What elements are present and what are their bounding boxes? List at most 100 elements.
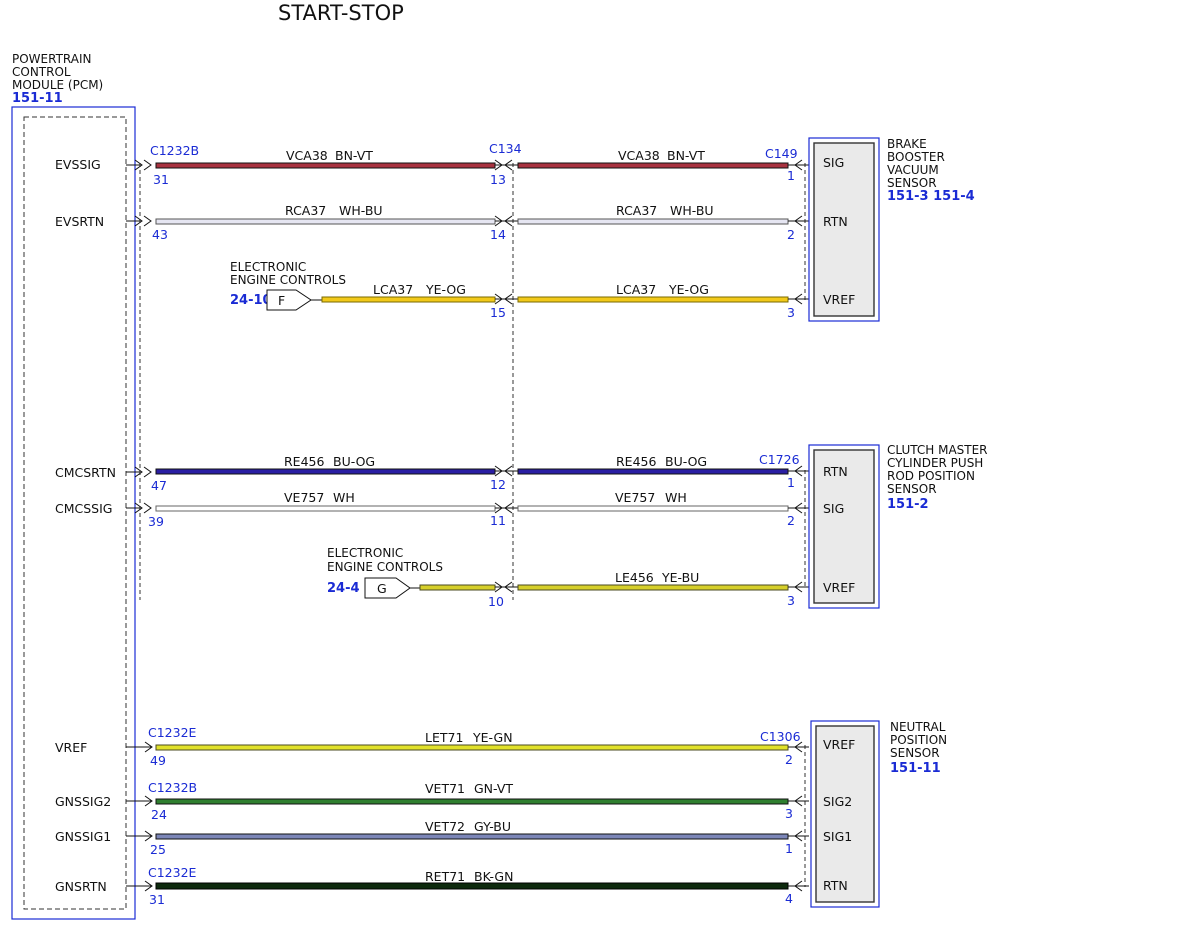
pcm-pin-gnsrtn: GNSRTN xyxy=(55,879,107,894)
pcm-pin-number: 31 xyxy=(149,892,165,907)
eec-reference-g[interactable]: ELECTRONIC ENGINE CONTROLS 24-4 G xyxy=(327,546,443,599)
sensor-pin-number: 1 xyxy=(787,168,795,183)
eec-connector-shape xyxy=(364,577,411,599)
pcm-inner-box xyxy=(23,116,127,910)
connector-c149[interactable]: C149 xyxy=(765,146,798,161)
pcm-pin-gnssig2: GNSSIG2 xyxy=(55,794,111,809)
sensor-name-line-3: VACUUM xyxy=(887,163,939,177)
wire-circuit-right: LCA37 xyxy=(616,282,656,297)
sensor-ref[interactable]: 151-11 xyxy=(890,761,941,776)
sensor-pin-rtn: RTN xyxy=(823,878,848,893)
sensor-name-line-2: BOOSTER xyxy=(887,150,945,164)
wire-color: BU-OG xyxy=(333,454,375,469)
connector-c1232b-top[interactable]: C1232B xyxy=(150,143,199,158)
connector-c134[interactable]: C134 xyxy=(489,141,522,156)
wire-color: BK-GN xyxy=(474,869,513,884)
eec-reference-f[interactable]: ELECTRONIC ENGINE CONTROLS 24-10 F xyxy=(230,260,346,311)
sensor-name-line-2: POSITION xyxy=(890,733,947,747)
pcm-pin-number: 25 xyxy=(150,842,166,857)
pcm-pin-number: 43 xyxy=(152,227,168,242)
wire-circuit-right: VE757 xyxy=(615,490,655,505)
wire-le456[interactable]: LE456 YE-BU 10 3 xyxy=(410,570,809,609)
pcm-pin-number: 47 xyxy=(151,478,167,493)
pcm-pin-evssig: EVSSIG xyxy=(55,157,101,172)
mid-pin-number: 12 xyxy=(490,477,506,492)
wire-vet71[interactable]: VET71 GN-VT 24 3 xyxy=(126,781,809,822)
wire-ret71[interactable]: RET71 BK-GN 31 4 xyxy=(126,869,809,907)
wire-lca37[interactable]: LCA37 YE-OG LCA37 YE-OG 15 3 xyxy=(311,282,809,320)
eec-ref[interactable]: 24-10 xyxy=(230,293,272,308)
sensor-pin-sig: SIG xyxy=(823,501,844,516)
sensor-outer-box xyxy=(808,444,880,609)
wire-rca37[interactable]: RCA37 WH-BU RCA37 WH-BU 43 14 2 xyxy=(126,203,809,242)
pcm-ref[interactable]: 151-11 xyxy=(12,91,63,106)
wire-color-right: BU-OG xyxy=(665,454,707,469)
sensor-pin-sig: SIG xyxy=(823,155,844,170)
sensor-pin-number: 1 xyxy=(787,475,795,490)
wire-circuit: LCA37 xyxy=(373,282,413,297)
sensor-pin-number: 4 xyxy=(785,891,793,906)
eec-name-line-2: ENGINE CONTROLS xyxy=(327,560,443,574)
wire-circuit: VET71 xyxy=(425,781,465,796)
clutch-master-cylinder-sensor[interactable]: RTN SIG VREF CLUTCH MASTER CYLINDER PUSH… xyxy=(808,443,988,609)
pcm-name-line-3: MODULE (PCM) xyxy=(12,78,103,92)
wire-color: WH-BU xyxy=(339,203,383,218)
sensor-pin-number: 3 xyxy=(785,806,793,821)
eec-name-line-2: ENGINE CONTROLS xyxy=(230,273,346,287)
wire-color-right: WH xyxy=(665,490,687,505)
sensor-name-line-1: CLUTCH MASTER xyxy=(887,443,988,457)
sensor-inner-box xyxy=(815,725,875,903)
mid-pin-number: 11 xyxy=(490,513,506,528)
pcm-pin-number: 31 xyxy=(153,172,169,187)
wire-circuit: RET71 xyxy=(425,869,465,884)
wire-re456[interactable]: RE456 BU-OG RE456 BU-OG 47 12 1 xyxy=(126,454,809,493)
eec-connector-shape xyxy=(266,289,312,311)
sensor-pin-number: 1 xyxy=(785,841,793,856)
connector-c1726[interactable]: C1726 xyxy=(759,452,800,467)
sensor-ref[interactable]: 151-2 xyxy=(887,497,929,512)
connector-c1232e-top[interactable]: C1232E xyxy=(148,725,197,740)
pcm-pin-evsrtn: EVSRTN xyxy=(55,214,104,229)
wire-circuit-right: RE456 xyxy=(616,454,656,469)
neutral-position-sensor[interactable]: VREF SIG2 SIG1 RTN NEUTRAL POSITION SENS… xyxy=(810,720,947,908)
sensor-name-line-4: SENSOR xyxy=(887,482,937,496)
mid-pin-number: 10 xyxy=(488,594,504,609)
wire-vet72[interactable]: VET72 GY-BU 25 1 xyxy=(126,819,809,857)
wire-color-right: WH-BU xyxy=(670,203,714,218)
sensor-ref[interactable]: 151-3 151-4 xyxy=(887,189,975,204)
mid-pin-number: 13 xyxy=(490,172,506,187)
wire-color: YE-GN xyxy=(472,730,513,745)
sensor-pin-rtn: RTN xyxy=(823,214,848,229)
wire-color-right: BN-VT xyxy=(667,148,705,163)
sensor-name-line-4: SENSOR xyxy=(887,176,937,190)
eec-ref[interactable]: 24-4 xyxy=(327,581,360,596)
sensor-pin-number: 2 xyxy=(787,227,795,242)
sensor-name-line-1: NEUTRAL xyxy=(890,720,946,734)
pcm-pin-number: 24 xyxy=(151,807,167,822)
pcm-pin-cmcsrtn: CMCSRTN xyxy=(55,465,116,480)
connector-c1232e-bottom[interactable]: C1232E xyxy=(148,865,197,880)
connector-c1306[interactable]: C1306 xyxy=(760,729,801,744)
wire-color: GY-BU xyxy=(474,819,511,834)
wire-color: WH xyxy=(333,490,355,505)
eec-letter: G xyxy=(377,581,387,596)
brake-booster-vacuum-sensor[interactable]: SIG RTN VREF BRAKE BOOSTER VACUUM SENSOR… xyxy=(808,137,975,322)
sensor-pin-rtn: RTN xyxy=(823,464,848,479)
pcm-name-line-2: CONTROL xyxy=(12,65,71,79)
diagram-title: START-STOP xyxy=(278,1,404,25)
sensor-name-line-3: SENSOR xyxy=(890,746,940,760)
pcm-pin-gnssig1: GNSSIG1 xyxy=(55,829,111,844)
eec-name-line-1: ELECTRONIC xyxy=(327,546,403,560)
sensor-pin-sig1: SIG1 xyxy=(823,829,852,844)
pcm-pin-cmcssig: CMCSSIG xyxy=(55,501,112,516)
wire-circuit: VE757 xyxy=(284,490,324,505)
wire-ve757[interactable]: VE757 WH VE757 WH 39 11 2 xyxy=(126,490,809,529)
wire-circuit: LE456 xyxy=(615,570,654,585)
connector-c1232b-bottom[interactable]: C1232B xyxy=(148,780,197,795)
pcm-module[interactable]: POWERTRAIN CONTROL MODULE (PCM) 151-11 E… xyxy=(11,52,136,920)
wire-let71[interactable]: LET71 YE-GN 49 2 xyxy=(126,730,809,768)
sensor-pin-number: 2 xyxy=(787,513,795,528)
wire-circuit: RE456 xyxy=(284,454,324,469)
wire-color: YE-BU xyxy=(661,570,699,585)
wire-vca38[interactable]: VCA38 BN-VT VCA38 BN-VT 31 13 1 xyxy=(126,148,809,187)
